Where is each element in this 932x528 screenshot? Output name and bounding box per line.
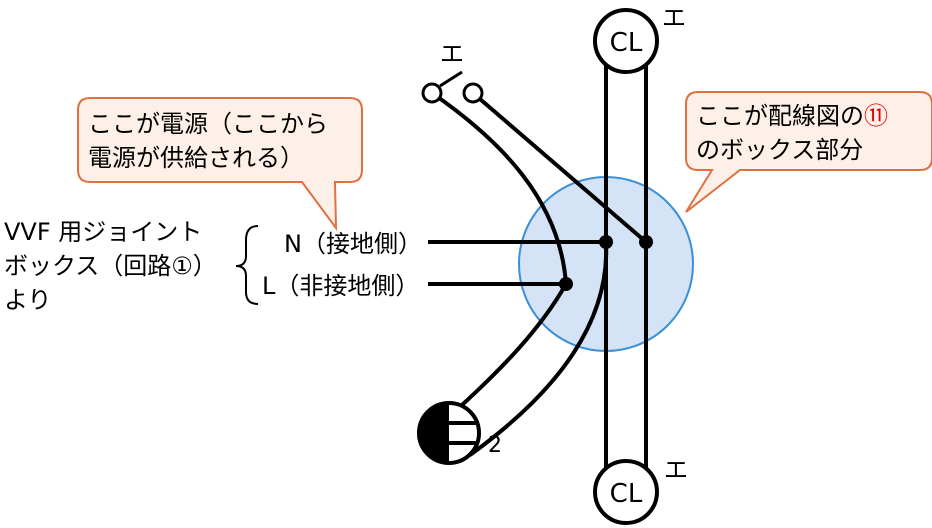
live-label: L（非接地側） (262, 272, 419, 300)
callout-right-line2: のボックス部分 (696, 136, 863, 164)
lamp-bottom: CL (593, 459, 659, 525)
switch-label: エ (440, 40, 464, 68)
junction-dot-neutral (599, 235, 613, 249)
lamp-top-tag: エ (662, 4, 686, 32)
lamp-top-label: CL (610, 28, 643, 58)
switch-wire-left (430, 91, 568, 285)
outlet-icon (417, 401, 481, 465)
source-label-line3: より (4, 286, 52, 314)
lamp-bottom-label: CL (610, 479, 643, 509)
callout-left-line1: ここが電源（ここから (88, 110, 328, 138)
junction-dot-live (559, 277, 573, 291)
callout-right-line1: ここが配線図の⑪ (696, 102, 888, 130)
switch-wire-right (471, 91, 648, 244)
callout-right-line1-prefix: ここが配線図の (696, 102, 864, 130)
callout-left: ここが電源（ここから 電源が供給される） (77, 97, 363, 232)
lamp-top: CL (593, 8, 659, 74)
outlet-wire-neutral (468, 241, 609, 457)
switch-icon (421, 70, 484, 104)
circled-number-11: ⑪ (864, 102, 888, 130)
outlet-wire-live (460, 283, 568, 407)
curly-brace (235, 225, 259, 305)
neutral-label: N（接地側） (284, 230, 422, 258)
source-label-line1: VVF 用ジョイント (4, 218, 202, 246)
outlet-count: 2 (488, 433, 502, 458)
junction-dot-switch (639, 235, 653, 249)
lamp-bottom-tag: エ (664, 456, 688, 484)
callout-left-line2: 電源が供給される） (88, 144, 304, 172)
source-label-line2: ボックス（回路①） (4, 252, 217, 280)
callout-right: ここが配線図の⑪ のボックス部分 (685, 91, 932, 213)
